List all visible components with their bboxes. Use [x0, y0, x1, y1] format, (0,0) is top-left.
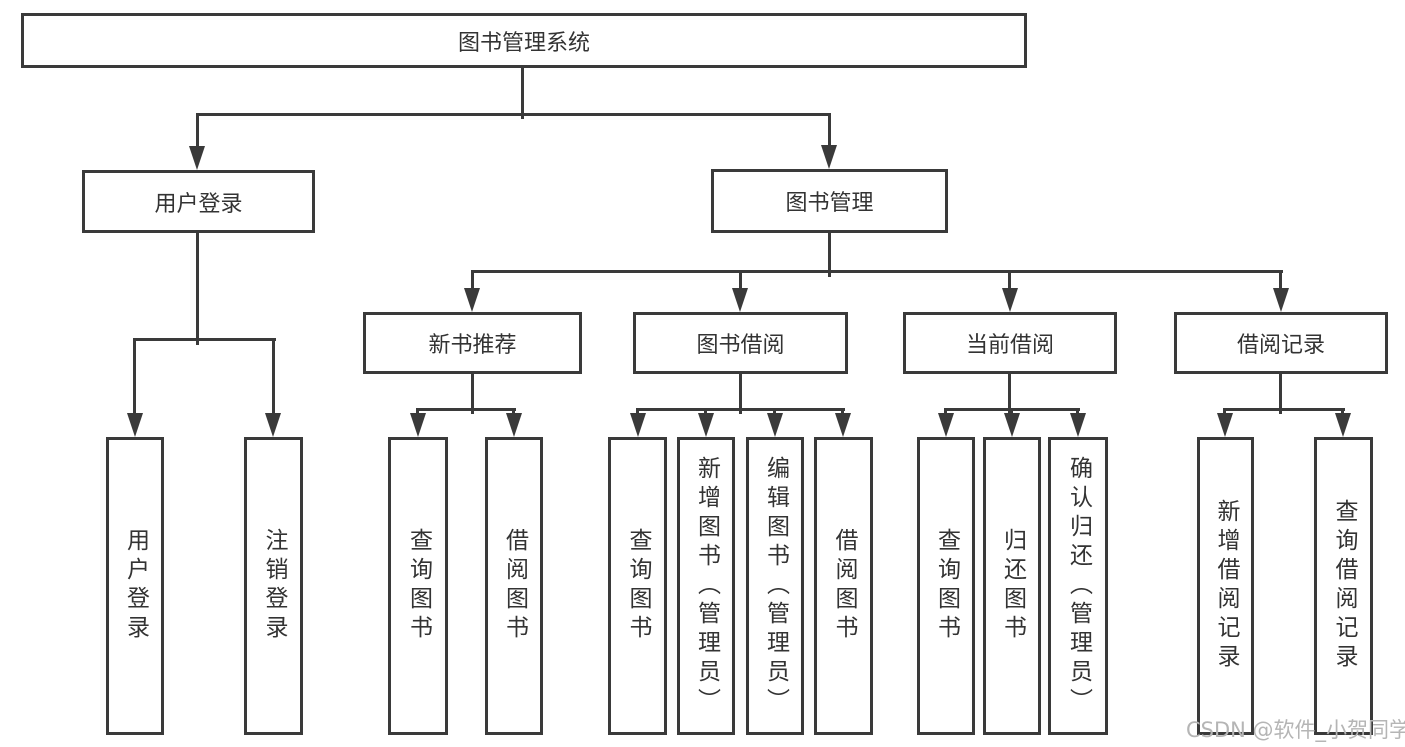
node-leaf-edit-book-admin: 编辑图书（管理员） — [746, 437, 804, 735]
connector-drop-new-book — [471, 270, 474, 292]
connector-drop-leaf-logout — [272, 338, 275, 418]
node-leaf-borrow-books: 借阅图书 — [814, 437, 873, 735]
node-book-management: 图书管理 — [711, 169, 948, 233]
connector-new-book-trunk — [471, 374, 474, 414]
node-leaf-query-books-recommend: 查询图书 — [388, 437, 448, 735]
node-leaf-return-book: 归还图书 — [983, 437, 1041, 735]
arrowhead-bb-edit — [767, 413, 783, 437]
node-user-login: 用户登录 — [82, 170, 315, 233]
arrowhead-book-management — [821, 145, 837, 169]
arrowhead-current-borrow — [1002, 288, 1018, 312]
arrowhead-cb-confirm — [1070, 413, 1086, 437]
arrowhead-cb-return — [1004, 413, 1020, 437]
node-leaf-logout: 注销登录 — [244, 437, 303, 735]
arrowhead-bb-borrow — [835, 413, 851, 437]
node-book-borrow: 图书借阅 — [633, 312, 848, 374]
connector-current-borrow-trunk — [1008, 374, 1011, 414]
connector-drop-book-management — [828, 113, 831, 151]
arrowhead-new-book — [464, 288, 480, 312]
arrowhead-nb-borrow — [506, 413, 522, 437]
connector-root-trunk — [521, 68, 524, 119]
arrowhead-borrow-records — [1273, 288, 1289, 312]
arrowhead-leaf-user-login — [127, 413, 143, 437]
connector-drop-borrow-records — [1279, 270, 1282, 292]
node-leaf-query-books-borrow: 查询图书 — [608, 437, 667, 735]
connector-level3-bus — [471, 270, 1283, 273]
node-leaf-add-borrow-record: 新增借阅记录 — [1197, 437, 1254, 735]
connector-drop-current-borrow — [1008, 270, 1011, 292]
connector-user-login-trunk — [196, 233, 199, 345]
arrowhead-bb-query — [630, 413, 646, 437]
arrowhead-bb-add — [698, 413, 714, 437]
arrowhead-br-query — [1335, 413, 1351, 437]
connector-book-borrow-bus — [636, 408, 845, 411]
node-borrow-records: 借阅记录 — [1174, 312, 1388, 374]
connector-drop-leaf-user-login — [133, 338, 136, 418]
connector-book-borrow-trunk — [739, 374, 742, 414]
node-library-system: 图书管理系统 — [21, 13, 1027, 68]
arrowhead-user-login — [189, 146, 205, 170]
arrowhead-br-add — [1217, 413, 1233, 437]
csdn-watermark: CSDN @软件_小贺同学 — [1186, 718, 1405, 742]
node-leaf-user-login: 用户登录 — [106, 437, 164, 735]
node-leaf-borrow-books-recommend: 借阅图书 — [485, 437, 543, 735]
arrowhead-leaf-logout — [265, 413, 281, 437]
node-leaf-query-books-current: 查询图书 — [917, 437, 975, 735]
node-leaf-add-book-admin: 新增图书（管理员） — [677, 437, 735, 735]
arrowhead-cb-query — [938, 413, 954, 437]
connector-level2-bus — [196, 113, 831, 116]
node-current-borrow: 当前借阅 — [903, 312, 1117, 374]
connector-borrow-records-trunk — [1279, 374, 1282, 414]
connector-borrow-records-bus — [1223, 408, 1345, 411]
node-leaf-query-borrow-record: 查询借阅记录 — [1314, 437, 1373, 735]
connector-new-book-bus — [416, 408, 516, 411]
connector-drop-book-borrow — [739, 270, 742, 292]
node-leaf-confirm-return-admin: 确认归还（管理员） — [1048, 437, 1108, 735]
node-new-book-recommend: 新书推荐 — [363, 312, 582, 374]
connector-drop-user-login — [196, 113, 199, 151]
arrowhead-nb-query — [410, 413, 426, 437]
arrowhead-book-borrow — [732, 288, 748, 312]
connector-book-management-trunk — [828, 233, 831, 277]
connector-user-login-bus — [133, 338, 276, 341]
